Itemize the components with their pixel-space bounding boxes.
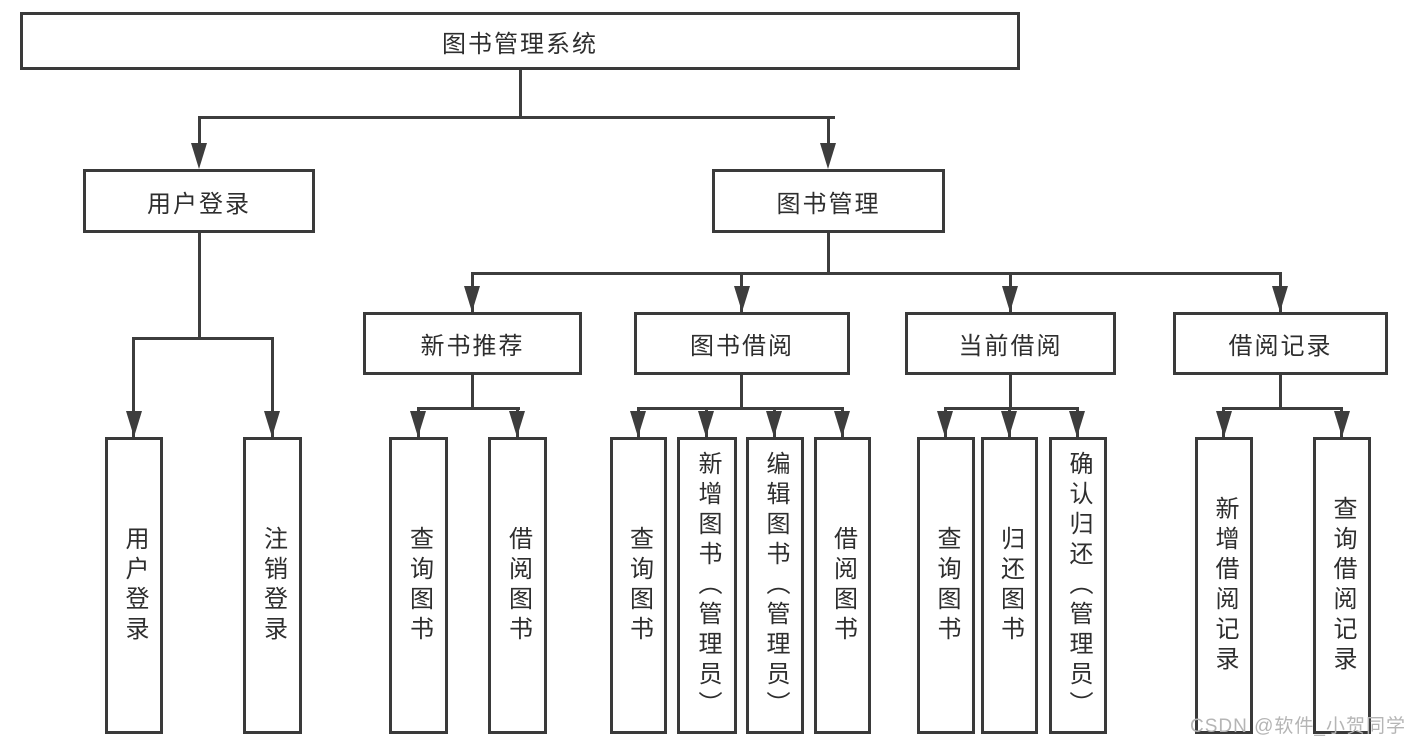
leaf-label: 借阅图书 xyxy=(829,525,857,646)
connector-line-h xyxy=(417,407,520,410)
leaf-confirm-return-admin: 确认归还（管理员） xyxy=(1049,437,1107,734)
leaf-query-books: 查询图书 xyxy=(610,437,667,734)
leaf-borrow-books: 借阅图书 xyxy=(814,437,871,734)
arrow-down-icon xyxy=(509,411,525,437)
arrow-down-icon xyxy=(410,411,426,437)
connector-line-v xyxy=(740,375,743,410)
connector-line-v xyxy=(132,337,135,437)
leaf-return-books: 归还图书 xyxy=(981,437,1038,734)
leaf-label: 确认归还（管理员） xyxy=(1065,450,1092,721)
connector-line-v xyxy=(198,233,201,340)
node-book-management: 图书管理 xyxy=(712,169,945,233)
arrow-down-icon xyxy=(1272,286,1288,312)
arrow-down-icon xyxy=(698,411,714,437)
arrow-down-icon xyxy=(834,411,850,437)
leaf-logout: 注销登录 xyxy=(243,437,302,734)
leaf-add-borrow-record: 新增借阅记录 xyxy=(1195,437,1253,734)
arrow-down-icon xyxy=(937,411,953,437)
leaf-label: 查询图书 xyxy=(625,525,653,646)
leaf-user-login: 用户登录 xyxy=(105,437,163,734)
arrow-down-icon xyxy=(766,411,782,437)
connector-line-h xyxy=(198,116,835,119)
connector-line-v xyxy=(471,375,474,410)
node-label: 新书推荐 xyxy=(420,333,525,360)
leaf-label: 新增借阅记录 xyxy=(1211,495,1238,676)
connector-line-v xyxy=(519,70,522,119)
leaf-label: 新增图书（管理员） xyxy=(694,450,721,721)
connector-line-v xyxy=(827,116,830,146)
arrow-down-icon xyxy=(630,411,646,437)
leaf-query-borrow-record: 查询借阅记录 xyxy=(1313,437,1371,734)
connector-line-h xyxy=(133,337,274,340)
node-label: 当前借阅 xyxy=(958,333,1063,360)
node-new-book-recommendation: 新书推荐 xyxy=(363,312,582,375)
arrow-down-icon xyxy=(1069,411,1085,437)
node-label: 借阅记录 xyxy=(1228,333,1333,360)
connector-line-h xyxy=(944,407,1079,410)
leaf-borrow-books: 借阅图书 xyxy=(488,437,547,734)
leaf-query-books: 查询图书 xyxy=(917,437,975,734)
connector-line-v xyxy=(827,233,830,275)
node-label: 图书借阅 xyxy=(690,333,794,360)
arrow-down-icon xyxy=(464,286,480,312)
node-label: 用户登录 xyxy=(147,190,251,218)
watermark-text: CSDN @软件_小贺同学 xyxy=(1190,716,1405,737)
leaf-edit-books-admin: 编辑图书（管理员） xyxy=(746,437,804,734)
arrow-down-icon xyxy=(1334,411,1350,437)
leaf-label: 编辑图书（管理员） xyxy=(762,450,789,721)
arrow-down-icon xyxy=(191,143,207,169)
arrow-down-icon xyxy=(126,411,142,437)
connector-line-v xyxy=(1009,375,1012,410)
arrow-down-icon xyxy=(734,286,750,312)
node-library-management-system: 图书管理系统 xyxy=(20,12,1020,70)
leaf-label: 归还图书 xyxy=(996,525,1024,646)
leaf-label: 用户登录 xyxy=(121,525,148,646)
node-current-borrowing: 当前借阅 xyxy=(905,312,1116,375)
leaf-label: 查询图书 xyxy=(933,525,960,646)
connector-line-v xyxy=(271,337,274,437)
arrow-down-icon xyxy=(1001,411,1017,437)
node-book-borrowing: 图书借阅 xyxy=(634,312,850,375)
connector-line-v xyxy=(1279,375,1282,410)
connector-line-h xyxy=(637,407,844,410)
arrow-down-icon xyxy=(264,411,280,437)
node-label: 图书管理系统 xyxy=(442,30,598,58)
node-borrowing-records: 借阅记录 xyxy=(1173,312,1388,375)
arrow-down-icon xyxy=(820,143,836,169)
leaf-query-books: 查询图书 xyxy=(389,437,448,734)
leaf-add-books-admin: 新增图书（管理员） xyxy=(677,437,737,734)
connector-line-h xyxy=(1222,407,1343,410)
connector-line-v xyxy=(198,116,201,146)
leaf-label: 注销登录 xyxy=(259,525,287,646)
leaf-label: 查询借阅记录 xyxy=(1329,495,1356,676)
node-label: 图书管理 xyxy=(776,190,881,218)
leaf-label: 借阅图书 xyxy=(504,525,532,646)
node-user-login: 用户登录 xyxy=(83,169,315,233)
arrow-down-icon xyxy=(1002,286,1018,312)
arrow-down-icon xyxy=(1216,411,1232,437)
connector-line-h xyxy=(471,272,1282,275)
leaf-label: 查询图书 xyxy=(405,525,433,646)
